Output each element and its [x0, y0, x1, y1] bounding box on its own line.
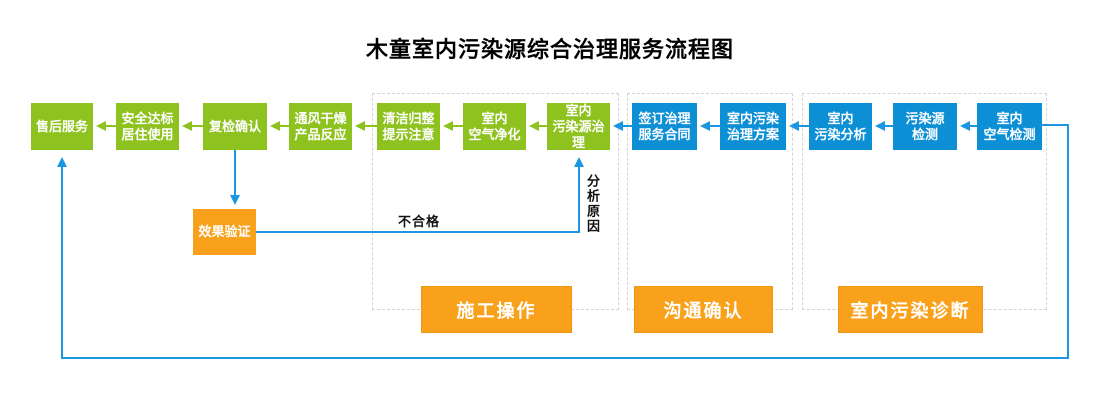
node-pollution-source-treatment-label-line: 室内	[565, 102, 592, 118]
edge-label-analyze: 分析原因	[585, 174, 600, 234]
node-pollution-source-treatment-label-line: 污染源治理	[552, 118, 605, 150]
node-indoor-pollution-analysis-label-line: 室内	[827, 110, 854, 126]
flow-arrow	[57, 124, 1069, 359]
node-treatment-plan-label-line: 室内污染	[726, 110, 779, 126]
node-indoor-air-purification-label-line: 室内	[481, 110, 508, 126]
node-indoor-air-testing-label-line: 室内	[996, 110, 1023, 126]
node-treatment-plan: 室内污染治理方案	[720, 103, 786, 150]
node-after-sales-service: 售后服务	[31, 103, 93, 150]
node-effect-verification-label-line: 效果验证	[198, 224, 251, 239]
node-sign-service-contract-label-line: 签订治理	[638, 110, 691, 126]
node-indoor-air-purification-label-line: 空气净化	[468, 126, 521, 142]
node-effect-verification: 效果验证	[193, 209, 256, 255]
node-safe-standard-living-label-line: 居住使用	[121, 126, 174, 142]
group-construction-operation-label: 施工操作	[421, 286, 572, 333]
page-title: 木童室内污染源综合治理服务流程图	[365, 37, 734, 62]
flow-arrow	[256, 157, 584, 233]
node-recheck-confirm-label-line: 复检确认	[208, 118, 261, 134]
node-cleanup-notice-label-line: 清洁归整	[382, 110, 435, 126]
edge-label-fail: 不合格	[398, 214, 441, 229]
node-indoor-air-testing: 室内空气检测	[977, 103, 1042, 150]
node-pollution-source-testing-label-line: 检测	[911, 126, 938, 142]
node-sign-service-contract: 签订治理服务合同	[632, 103, 697, 150]
node-ventilation-drying-label-line: 产品反应	[294, 126, 347, 142]
node-pollution-source-testing: 污染源检测	[893, 103, 957, 150]
node-ventilation-drying-label-line: 通风干燥	[294, 110, 347, 126]
node-pollution-source-testing-label-line: 污染源	[905, 110, 945, 126]
node-cleanup-notice-label-line: 提示注意	[382, 126, 435, 142]
group-indoor-pollution-diagnosis-label: 室内污染诊断	[838, 286, 983, 333]
node-indoor-air-purification: 室内空气净化	[463, 103, 526, 150]
node-cleanup-notice: 清洁归整提示注意	[377, 103, 440, 150]
node-safe-standard-living: 安全达标居住使用	[116, 103, 179, 150]
node-indoor-pollution-analysis: 室内污染分析	[809, 103, 872, 150]
node-after-sales-service-label-line: 售后服务	[35, 118, 88, 134]
group-communication-confirm-label: 沟通确认	[634, 286, 773, 333]
node-pollution-source-treatment: 室内污染源治理	[547, 103, 610, 150]
node-treatment-plan-label-line: 治理方案	[726, 126, 779, 142]
node-safe-standard-living-label-line: 安全达标	[121, 110, 174, 126]
node-recheck-confirm: 复检确认	[203, 103, 267, 150]
node-sign-service-contract-label-line: 服务合同	[638, 126, 691, 142]
node-indoor-air-testing-label-line: 空气检测	[983, 126, 1036, 142]
node-indoor-pollution-analysis-label-line: 污染分析	[814, 126, 867, 142]
node-ventilation-drying: 通风干燥产品反应	[289, 103, 352, 150]
